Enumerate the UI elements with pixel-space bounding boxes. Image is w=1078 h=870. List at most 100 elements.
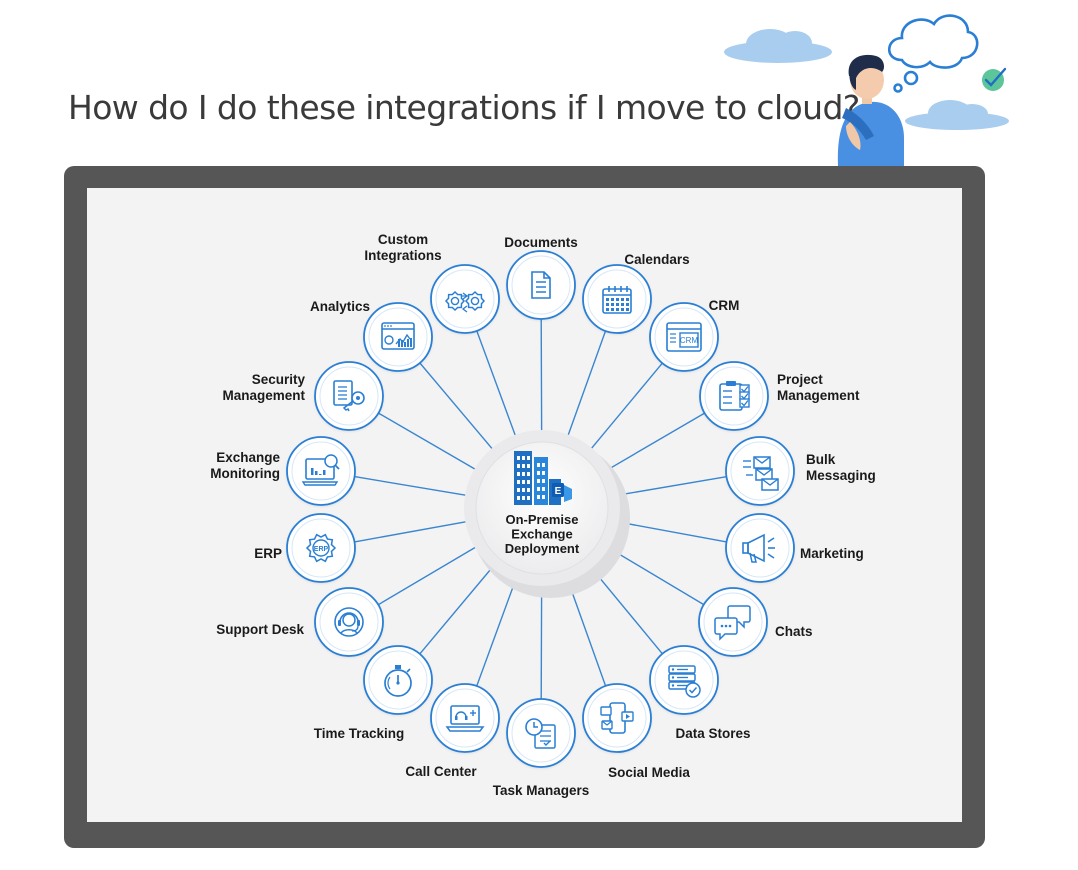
node-inner-ring (654, 650, 714, 710)
node-analytics: Analytics (310, 299, 433, 372)
page-title: How do I do these integrations if I move… (68, 88, 860, 127)
hub-disc (475, 441, 609, 575)
node-chats: Chats (698, 587, 813, 657)
node-inner-ring (368, 650, 428, 710)
laptop-headset-icon (445, 705, 485, 732)
connector-security-management (378, 412, 491, 479)
node-label-bulk-messaging: Messaging (806, 468, 876, 483)
node-social-media: Social Media (582, 683, 690, 780)
node-inner-ring (730, 518, 790, 578)
node-label-custom-integrations: Integrations (364, 248, 441, 263)
node-label-task-managers: Task Managers (493, 783, 590, 798)
node-label-calendars: Calendars (624, 252, 689, 267)
node-label-bulk-messaging: Bulk (806, 452, 836, 467)
node-label-data-stores: Data Stores (675, 726, 750, 741)
envelopes-icon (743, 456, 779, 491)
node-label-support-desk: Support Desk (216, 622, 304, 637)
node-inner-ring (511, 703, 571, 763)
node-label-social-media: Social Media (608, 765, 690, 780)
node-circle (649, 302, 719, 372)
crm-icon-text: CRM (680, 336, 699, 345)
analytics-screen-icon (381, 322, 415, 350)
node-inner-ring (587, 269, 647, 329)
hub-label-line: Deployment (505, 541, 580, 556)
hub-label-line: On-Premise (506, 512, 579, 527)
svg-text:E: E (555, 486, 562, 497)
node-label-time-tracking: Time Tracking (314, 726, 405, 741)
node-label-project-management: Management (777, 388, 860, 403)
node-call-center: Call Center (405, 683, 500, 779)
node-circle (699, 361, 769, 431)
document-key-icon (333, 380, 365, 412)
node-time-tracking: Time Tracking (314, 645, 433, 741)
node-inner-ring (291, 518, 351, 578)
node-inner-ring (730, 441, 790, 501)
node-circle (430, 264, 500, 334)
node-inner-ring (587, 688, 647, 748)
connector-support-desk (377, 537, 491, 606)
connector-crm (579, 362, 663, 463)
node-inner-ring (703, 592, 763, 652)
connector-calendars (561, 330, 607, 452)
connector-project-management (593, 412, 705, 479)
node-label-erp: ERP (254, 546, 282, 561)
node-task-managers: Task Managers (493, 698, 590, 798)
connector-analytics (419, 362, 504, 463)
node-marketing: Marketing (725, 513, 864, 583)
node-inner-ring (704, 366, 764, 426)
node-label-analytics: Analytics (310, 299, 370, 314)
server-check-icon (668, 665, 701, 698)
node-calendars: Calendars (582, 252, 690, 334)
node-label-exchange-monitoring: Monitoring (210, 466, 280, 481)
calendar-icon (602, 286, 632, 314)
node-circle (506, 250, 576, 320)
node-inner-ring (511, 255, 571, 315)
node-inner-ring (291, 441, 351, 501)
node-circle (363, 302, 433, 372)
node-label-documents: Documents (504, 235, 578, 250)
node-documents: Documents (504, 235, 578, 320)
node-label-marketing: Marketing (800, 546, 864, 561)
node-inner-ring (319, 592, 379, 652)
connector-documents (540, 318, 543, 449)
node-support-desk: Support Desk (216, 587, 384, 657)
erp-gear-icon: ERP (305, 533, 337, 563)
document-icon (531, 271, 551, 299)
node-label-call-center: Call Center (405, 764, 477, 779)
node-label-project-management: Project (777, 372, 823, 387)
node-inner-ring (654, 307, 714, 367)
chat-bubbles-icon (714, 605, 751, 641)
node-inner-ring (435, 269, 495, 329)
node-circle (286, 436, 356, 506)
crm-window-icon: CRM (666, 322, 702, 352)
node-inner-ring (435, 688, 495, 748)
node-label-custom-integrations: Custom (378, 232, 428, 247)
clipboard-checklist-icon (719, 381, 750, 411)
connector-exchange-monitoring (354, 475, 483, 499)
node-circle (582, 683, 652, 753)
integration-nodes: DocumentsCalendarsCRMCRMProjectManagemen… (210, 232, 876, 798)
building-exchange-icon: E (514, 451, 572, 505)
node-circle (725, 513, 795, 583)
node-inner-ring (319, 366, 379, 426)
headset-agent-icon (334, 607, 364, 637)
connector-time-tracking (419, 553, 505, 655)
megaphone-icon (742, 533, 775, 563)
node-circle (314, 361, 384, 431)
node-inner-ring (368, 307, 428, 367)
node-label-chats: Chats (775, 624, 813, 639)
connector-custom-integrations (476, 330, 522, 452)
gears-icon (444, 290, 486, 313)
erp-icon-text: ERP (314, 546, 329, 553)
hub-label-line: Exchange (511, 527, 572, 542)
phone-social-icon (600, 702, 634, 734)
node-circle (314, 587, 384, 657)
connector-erp (354, 518, 484, 543)
node-data-stores: Data Stores (649, 645, 751, 741)
